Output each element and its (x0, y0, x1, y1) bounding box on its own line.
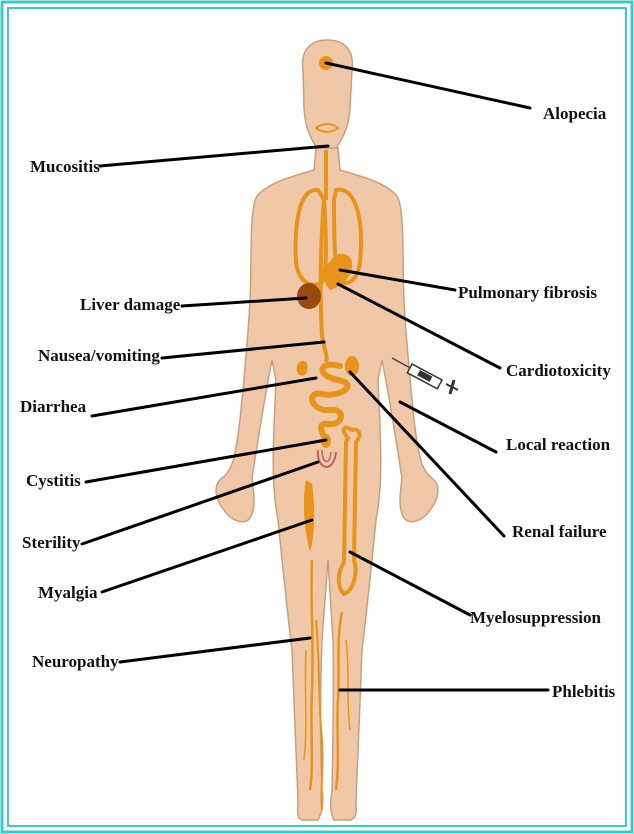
label-sterility: Sterility (22, 533, 81, 552)
label-mucositis: Mucositis (30, 157, 100, 176)
label-renal-failure: Renal failure (512, 522, 607, 541)
label-local-reaction: Local reaction (506, 435, 611, 454)
label-nausea-vomiting: Nausea/vomiting (38, 346, 160, 365)
label-pulmonary-fibrosis: Pulmonary fibrosis (458, 283, 597, 302)
label-myelosuppression: Myelosuppression (470, 608, 602, 627)
label-diarrhea: Diarrhea (20, 397, 87, 416)
label-liver-damage: Liver damage (80, 295, 181, 314)
label-phlebitis: Phlebitis (552, 682, 616, 701)
label-cardiotoxicity: Cardiotoxicity (506, 361, 611, 380)
label-neuropathy: Neuropathy (32, 652, 119, 671)
label-cystitis: Cystitis (26, 471, 81, 490)
label-myalgia: Myalgia (38, 583, 98, 602)
label-alopecia: Alopecia (543, 104, 607, 123)
liver (297, 283, 321, 309)
